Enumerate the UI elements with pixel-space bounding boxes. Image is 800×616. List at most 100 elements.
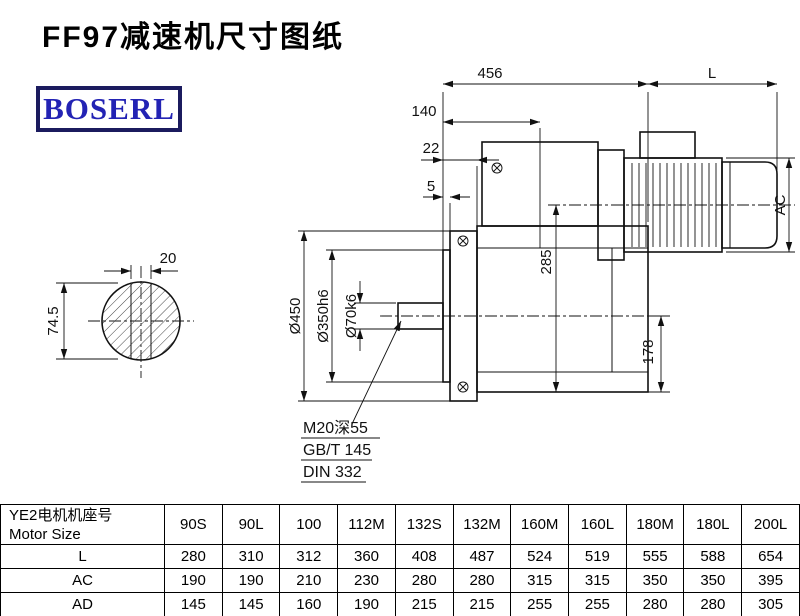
- col-header: 160M: [510, 504, 570, 545]
- shaft-end-notes: M20深55 GB/T 145 DIN 332: [301, 320, 402, 483]
- dim-cell: 305: [741, 592, 800, 616]
- col-header: 180L: [683, 504, 743, 545]
- motor-size-table: YE2电机机座号 Motor Size 90S 90L 100 112M 132…: [0, 504, 800, 616]
- dim-cell: 280: [164, 544, 223, 569]
- dimension-label-pilot: Ø350h6: [315, 289, 332, 342]
- dimension-key-width: 20: [104, 250, 178, 279]
- dim-cell: 395: [741, 568, 800, 593]
- col-header: 100: [279, 504, 339, 545]
- dim-cell: 190: [337, 592, 396, 616]
- dim-cell: 210: [279, 568, 339, 593]
- dim-cell: 524: [510, 544, 570, 569]
- dim-cell: 255: [510, 592, 570, 616]
- dim-cell: 350: [625, 568, 685, 593]
- dim-cell: 255: [568, 592, 627, 616]
- plug-circle: [491, 162, 503, 174]
- dim-cell: 360: [337, 544, 396, 569]
- dimension-label-shaft: Ø70k6: [343, 294, 360, 338]
- dim-cell: 230: [337, 568, 396, 593]
- note-din-standard: DIN 332: [303, 464, 362, 481]
- dim-cell: 555: [625, 544, 685, 569]
- terminal-box: [639, 131, 696, 159]
- row-label: AC: [0, 568, 165, 593]
- dim-cell: 588: [683, 544, 743, 569]
- page-title: FF97减速机尺寸图纸: [42, 21, 345, 54]
- table-row-AD: AD 145 145 160 190 215 215 255 255 280 2…: [0, 592, 800, 616]
- dim-cell: 160: [279, 592, 339, 616]
- flange-bolt-mark-top: [457, 235, 469, 247]
- dim-cell: 310: [221, 544, 281, 569]
- dimension-shaft-diameter: Ø70k6: [343, 281, 396, 351]
- dimension-label-overall: 456: [477, 65, 502, 82]
- motor-size-header-en: Motor Size: [9, 525, 81, 543]
- dim-cell: 350: [683, 568, 743, 593]
- dim-cell: 654: [741, 544, 800, 569]
- motor-size-header-cn: YE2电机机座号: [9, 506, 113, 524]
- plug-cross: [492, 163, 502, 173]
- shaft-bore-circle: [101, 281, 181, 361]
- row-label: L: [0, 544, 165, 569]
- brand-logo-text: BOSERL: [43, 91, 175, 126]
- flange-bolt-mark-bottom: [457, 381, 469, 393]
- note-gb-standard: GB/T 145: [303, 442, 371, 459]
- dimension-5: 5: [423, 178, 470, 248]
- dimension-label-5: 5: [427, 178, 435, 195]
- dimension-456: 456: [442, 65, 649, 302]
- dim-cell: 280: [625, 592, 685, 616]
- dimension-label-22: 22: [423, 140, 440, 157]
- dimension-285: 285: [538, 205, 560, 392]
- dim-cell: 215: [452, 592, 512, 616]
- dim-cell: 280: [683, 592, 743, 616]
- dim-cell: 519: [568, 544, 627, 569]
- dimension-flange-diameter: Ø450: [287, 230, 452, 402]
- col-header: 160L: [568, 504, 627, 545]
- dimension-label-140: 140: [411, 103, 436, 120]
- dimension-AC: AC: [726, 157, 795, 253]
- dim-cell: 190: [221, 568, 281, 593]
- dim-cell: 280: [394, 568, 454, 593]
- dimension-label-motor-length: L: [708, 65, 716, 82]
- fan-cover: [721, 161, 778, 249]
- bolt-cross: [458, 236, 468, 246]
- dim-cell: 487: [452, 544, 512, 569]
- brand-logo: BOSERL: [36, 86, 182, 132]
- dim-cell: 145: [164, 592, 223, 616]
- bolt-circle: [457, 381, 469, 393]
- shaft-section-view: 20 74.5: [45, 250, 194, 378]
- dimension-label-key-width: 20: [160, 250, 177, 267]
- col-header: 200L: [741, 504, 800, 545]
- table-row-AC: AC 190 190 210 230 280 280 315 315 350 3…: [0, 568, 800, 593]
- table-row-L: L 280 310 312 360 408 487 524 519 555 58…: [0, 544, 800, 569]
- dimension-label-178: 178: [640, 339, 657, 364]
- dimension-drawing: 20 74.5: [45, 65, 795, 483]
- col-header: 132M: [452, 504, 512, 545]
- dim-cell: 145: [221, 592, 281, 616]
- dim-cell: 315: [568, 568, 627, 593]
- dimension-label-ac: AC: [772, 194, 789, 215]
- dim-cell: 315: [510, 568, 570, 593]
- dimension-22: 22: [421, 140, 499, 228]
- table-header-row: YE2电机机座号 Motor Size 90S 90L 100 112M 132…: [0, 504, 800, 545]
- col-header: 132S: [394, 504, 454, 545]
- note-thread: M20深55: [303, 419, 368, 437]
- dimension-pilot-diameter: Ø350h6: [315, 249, 446, 383]
- dimension-140: 140: [411, 103, 541, 248]
- dim-cell: 408: [394, 544, 454, 569]
- dim-cell: 190: [164, 568, 223, 593]
- gear-housing: [476, 225, 649, 393]
- col-header: 90L: [221, 504, 281, 545]
- motor-fins: [631, 163, 717, 247]
- dim-cell: 280: [452, 568, 512, 593]
- dim-cell: 312: [279, 544, 339, 569]
- dimension-label-bore: 74.5: [45, 306, 62, 335]
- dimension-178: 178: [640, 315, 670, 393]
- dimension-L: L: [648, 65, 778, 170]
- leader-line: [351, 320, 402, 425]
- dimension-label-flange: Ø450: [287, 298, 304, 335]
- col-header: 90S: [164, 504, 223, 545]
- gearbox-assembly-view: [380, 131, 795, 402]
- row-label: AD: [0, 592, 165, 616]
- dimension-bore-height: 74.5: [45, 282, 118, 360]
- bolt-cross: [458, 382, 468, 392]
